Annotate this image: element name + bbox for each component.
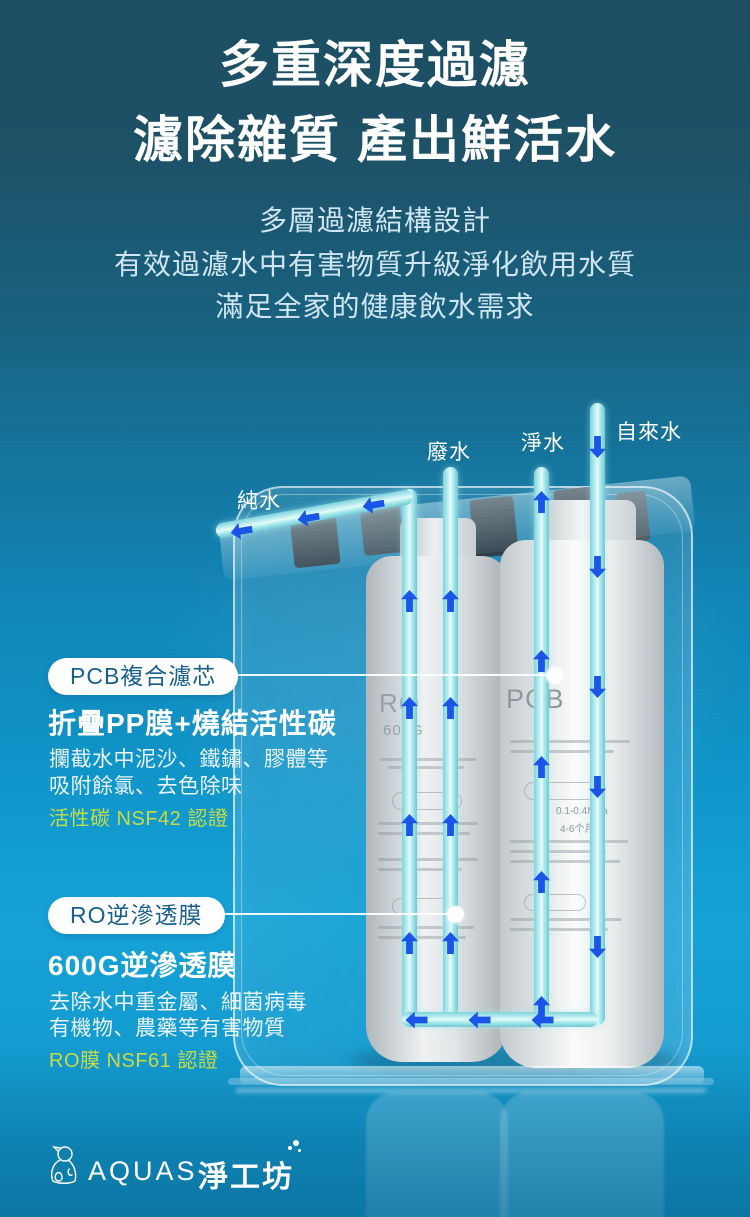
brand-bubble-dot <box>298 1149 301 1152</box>
pcb-callout-desc2: 吸附餘氯、去色除味 <box>49 775 243 798</box>
fine-print-line <box>510 860 620 863</box>
bottom-collector-tube <box>402 1012 598 1027</box>
label-stamp-outline <box>524 894 586 911</box>
fine-print-line <box>378 822 478 825</box>
callout-dot <box>546 667 563 684</box>
ro-callout-heading: 600G逆滲透膜 <box>48 950 237 981</box>
glass-base <box>240 1066 704 1084</box>
pcb-cert-text: 活性碳 NSF42 認證 <box>49 808 229 830</box>
fine-print-line <box>510 918 622 921</box>
fine-print-line <box>510 840 628 843</box>
label-stamp-outline <box>392 792 462 810</box>
callout-dot <box>447 906 464 923</box>
clean-water-tube <box>534 467 549 1027</box>
fine-print-line <box>510 740 630 743</box>
reflection-streak <box>236 1088 706 1093</box>
ro-callout-desc1: 去除水中重金屬、細菌病毒 <box>49 991 307 1014</box>
ro-callout-desc2: 有機物、農藥等有害物質 <box>49 1017 286 1040</box>
brand-name-zh: 淨工坊 <box>198 1161 294 1194</box>
tap-water-label: 自來水 <box>616 421 682 444</box>
fine-print-line <box>510 850 606 853</box>
fine-print-line <box>388 766 464 769</box>
brand-bubble-dot <box>293 1140 299 1146</box>
pcb-callout-desc1: 攔截水中泥沙、鐵鏽、膠體等 <box>49 748 329 771</box>
fine-print-line <box>510 928 608 931</box>
fine-print-line <box>378 832 470 835</box>
page-title-line2: 濾除雜質 產出鮮活水 <box>133 112 617 168</box>
glass-base-edge <box>228 1078 714 1085</box>
fine-print-line <box>380 758 476 761</box>
waste-water-tube <box>443 467 458 1027</box>
pcb-callout-pill: PCB複合濾芯 <box>48 658 239 695</box>
pcb-cartridge <box>500 540 664 1068</box>
ro-cert-text: RO膜 NSF61 認證 <box>49 1050 219 1072</box>
pcb-callout-heading: 折疊PP膜+燒結活性碳 <box>48 708 337 739</box>
subtitle-line2: 有效過濾水中有害物質升級淨化飲用水質 <box>113 249 636 280</box>
brand-name-en: AQUAS <box>88 1156 198 1186</box>
waste-water-label: 廢水 <box>427 441 471 464</box>
page-title-line1: 多重深度過濾 <box>219 37 531 93</box>
tap-water-tube <box>590 403 605 1025</box>
callout-line <box>222 674 548 676</box>
pcb-spec-pressure: 0.1-0.4MPa <box>556 806 608 817</box>
fine-print-line <box>378 926 474 929</box>
pcb-spec-lifetime: 4-6个月 <box>560 824 595 835</box>
reflection-right-cartridge <box>500 1092 664 1217</box>
fine-print-line <box>378 858 478 861</box>
callout-line <box>224 913 450 915</box>
ro-callout-pill: RO逆滲透膜 <box>48 897 225 934</box>
pure-water-label: 純水 <box>237 490 281 513</box>
pure-water-vertical-tube <box>402 489 417 1027</box>
fine-print-line <box>378 936 466 939</box>
brand-bubble-dot <box>288 1146 292 1150</box>
subtitle-line3: 滿足全家的健康飲水需求 <box>215 291 535 322</box>
reflection-left-cartridge <box>366 1092 508 1217</box>
mascot-logo-icon <box>51 1145 77 1184</box>
fine-print-line <box>510 750 614 753</box>
clean-water-label: 淨水 <box>521 432 565 455</box>
subtitle-line1: 多層過濾結構設計 <box>258 205 491 236</box>
fine-print-line <box>378 868 462 871</box>
